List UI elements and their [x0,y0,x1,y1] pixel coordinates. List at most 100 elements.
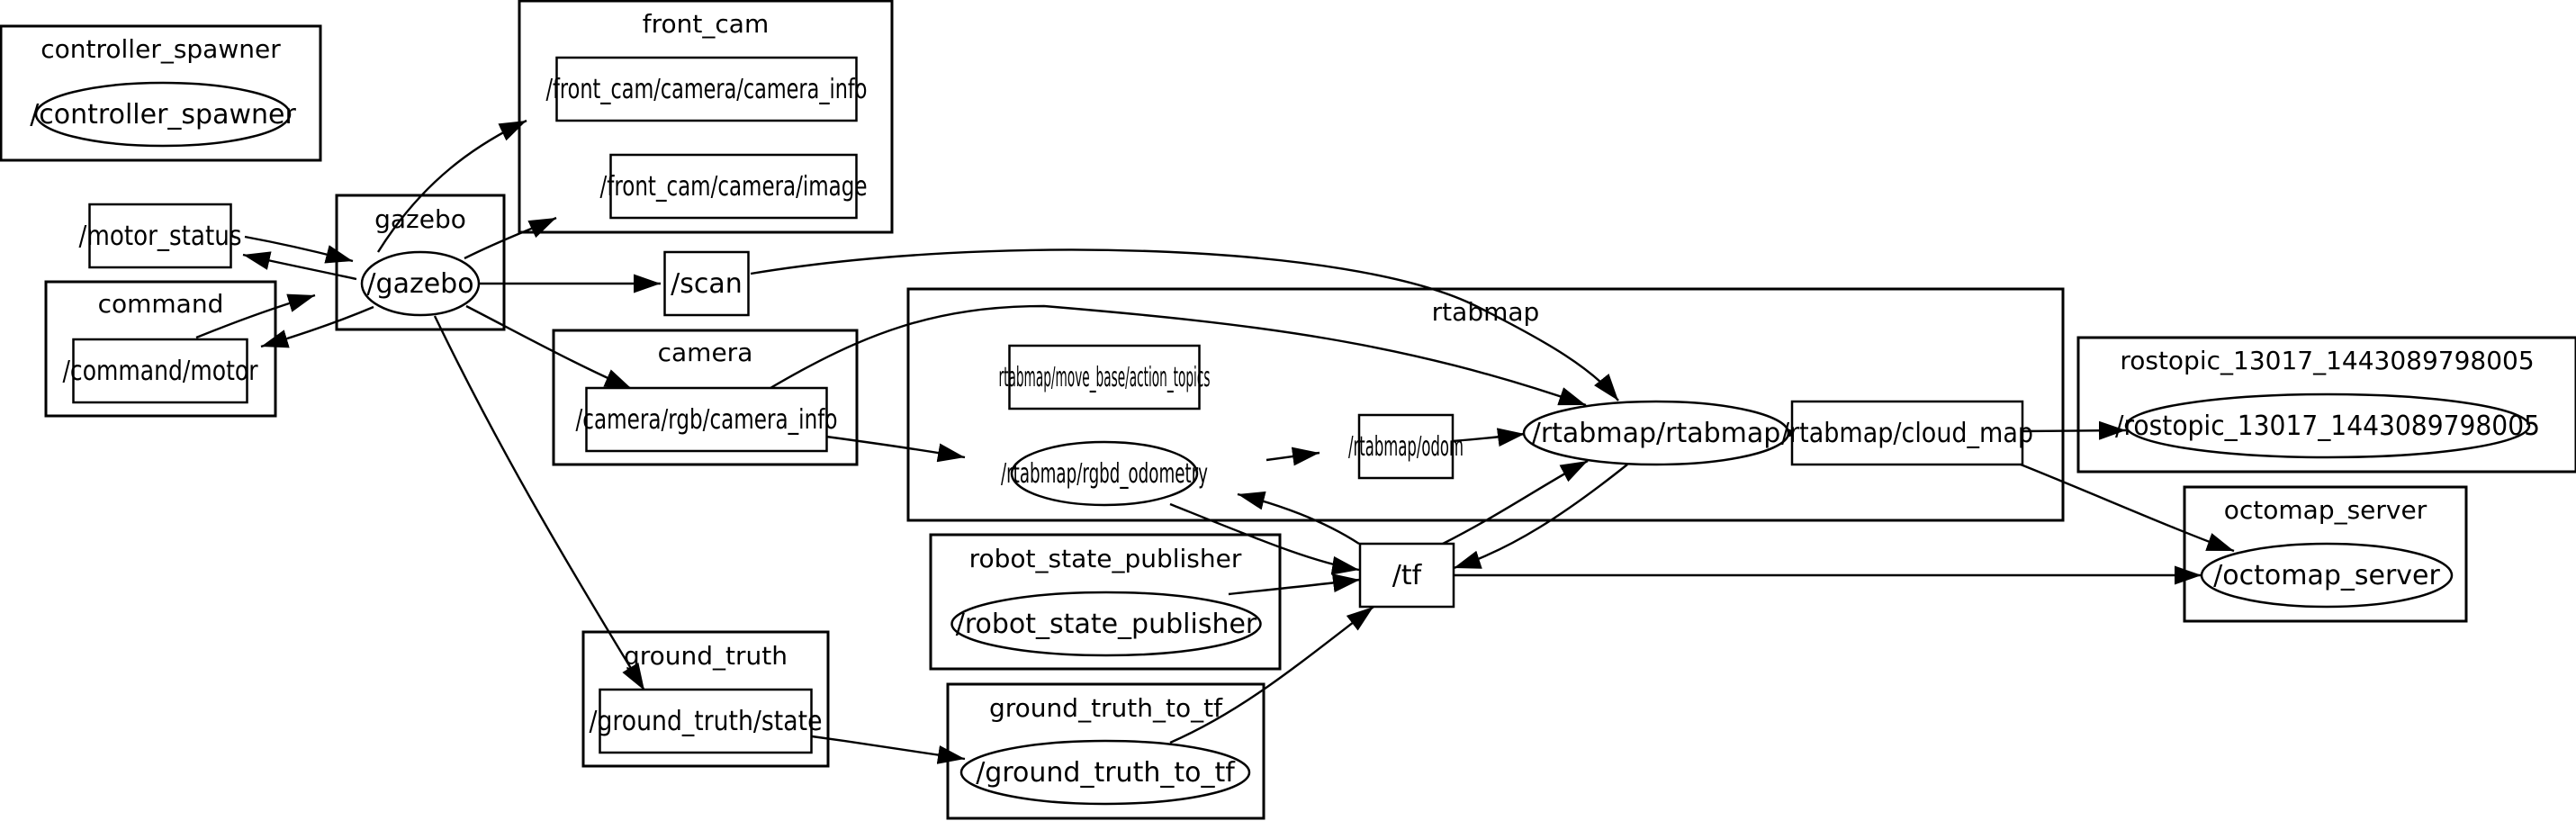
topic-box[interactable] [585,386,828,453]
node-label: /controller_spawner [30,99,296,131]
cluster-octomap-server: octomap_server [2183,485,2468,623]
cluster-label: controller_spawner [41,34,281,64]
edge-n-gazebo-to-t-camera-info [465,304,633,391]
ros-topic-t-cloud-map[interactable]: /rtabmap/cloud_map [1781,400,2033,466]
cluster-label: ground_truth [624,641,788,671]
node-label: /front_cam/camera/image [600,171,868,203]
node-label: /rtabmap/rgbd_odometry [1001,458,1208,490]
topic-box[interactable] [1790,400,2024,466]
node-ellipse[interactable] [2124,392,2531,459]
topic-box[interactable] [599,688,813,754]
edge-t-camera-info-to-n-rtabmap [770,304,1587,407]
ros-topic-t-command-motor[interactable]: /command/motor [63,338,259,404]
cluster-label: ground_truth_to_tf [989,693,1223,723]
edge-n-rtabmap-to-t-tf [1453,464,1628,570]
edge-n-rgbd-odometry-to-t-odom [1265,447,1320,466]
node-ellipse[interactable] [2200,542,2454,609]
cluster-box [2183,485,2468,623]
cluster-box [0,24,322,162]
edge-n-gazebo-to-t-ground-truth-state [433,315,646,691]
ros-topic-t-camera-info[interactable]: /camera/rgb/camera_info [576,386,838,453]
ros-node-n-gazebo[interactable]: /gazebo [360,250,481,317]
node-label: /scan [671,268,743,300]
ros-topic-t-motor-status[interactable]: /motor_status [79,203,242,269]
node-label: rtabmap/move_base/action_topics [999,362,1211,393]
ros-topic-t-odom[interactable]: /rtabmap/odom [1348,413,1464,480]
edge-t-command-motor-to-n-gazebo [195,293,316,339]
node-label: /command/motor [63,356,259,387]
cluster-box [518,0,894,234]
ros-node-n-rgbd-odometry[interactable]: /rtabmap/rgbd_odometry [1001,440,1208,507]
topic-box[interactable] [1358,542,1455,609]
ros-topic-t-front-cam-info[interactable]: /front_cam/camera/camera_info [546,56,868,122]
cluster-label: camera [658,338,753,367]
cluster-label: octomap_server [2224,495,2427,525]
node-label: /ground_truth/state [590,706,823,737]
node-label: /rtabmap/cloud_map [1781,418,2033,449]
ros-node-n-controller-spawner[interactable]: /controller_spawner [30,81,296,148]
topic-box[interactable] [663,250,750,317]
cluster-label: robot_state_publisher [969,544,1242,573]
node-ellipse[interactable] [959,739,1251,806]
node-label: /octomap_server [2213,560,2440,591]
edge-n-rgbd-odometry-to-t-tf [1169,502,1360,575]
ros-topic-t-action-topics[interactable]: rtabmap/move_base/action_topics [999,344,1211,410]
node-label: /rostopic_13017_1443089798005 [2115,410,2540,442]
cluster-robot-state-publisher: robot_state_publisher [929,533,1282,671]
cluster-label: command [98,289,224,319]
topic-box[interactable] [555,56,858,122]
node-ellipse[interactable] [34,81,292,148]
topic-box[interactable] [88,203,232,269]
edge-n-gazebo-to-t-motor-status [242,251,357,281]
cluster-ground-truth-to-tf: ground_truth_to_tf [946,682,1265,820]
node-label: /gazebo [366,268,473,300]
cluster-box [552,329,859,466]
node-label: /rtabmap/odom [1348,431,1464,463]
edge-t-cloud-map-to-n-octomap-server [2020,463,2235,553]
cluster-box [2076,336,2576,474]
node-label: /rtabmap/rtabmap [1532,418,1781,449]
topic-box[interactable] [1357,413,1455,480]
cluster-controller-spawner: controller_spawner [0,24,322,162]
node-label: /ground_truth_to_tf [976,757,1236,789]
ros-node-n-robot-state-publisher[interactable]: /robot_state_publisher [950,591,1262,657]
node-ellipse[interactable] [1010,440,1199,507]
cluster-front-cam: front_cam [518,0,894,234]
cluster-rostopic: rostopic_13017_1443089798005 [2076,336,2576,474]
edge-n-gazebo-to-t-command-motor [260,305,374,348]
node-ellipse[interactable] [950,591,1262,657]
cluster-label: gazebo [374,204,466,234]
node-label: /camera/rgb/camera_info [576,404,838,436]
cluster-label: front_cam [643,9,769,39]
topic-box[interactable] [609,153,858,220]
edge-t-odom-to-n-rtabmap [1452,428,1526,447]
edge-n-robot-state-publisher-to-t-tf [1228,573,1361,596]
topic-box[interactable] [1008,344,1201,410]
ros-topic-t-tf[interactable]: /tf [1358,542,1455,609]
edge-t-scan-to-n-rtabmap [750,248,1619,401]
node-ellipse[interactable] [360,250,481,317]
ros-topic-t-front-cam-image[interactable]: /front_cam/camera/image [600,153,868,220]
edge-t-tf-to-n-rgbd-odometry [1237,491,1360,546]
edge-t-tf-to-n-rtabmap [1442,459,1589,546]
cluster-ground-truth: ground_truth [581,630,830,768]
ros-topic-t-scan[interactable]: /scan [663,250,750,317]
cluster-label: rostopic_13017_1443089798005 [2120,346,2534,375]
node-label: /tf [1392,560,1423,591]
node-label: /front_cam/camera/camera_info [546,74,868,105]
cluster-box [44,280,277,418]
cluster-command: command [44,280,277,418]
node-label: /motor_status [79,221,242,252]
edge-n-gazebo-to-t-front-cam-image [464,216,557,260]
node-ellipse[interactable] [1522,400,1790,466]
ros-node-n-ground-truth-to-tf[interactable]: /ground_truth_to_tf [959,739,1251,806]
ros-node-n-rtabmap[interactable]: /rtabmap/rtabmap [1522,400,1790,466]
cluster-box [929,533,1282,671]
ros-topic-t-ground-truth-state[interactable]: /ground_truth/state [590,688,823,754]
ros-node-n-rostopic[interactable]: /rostopic_13017_1443089798005 [2115,392,2540,459]
ros-node-n-octomap-server[interactable]: /octomap_server [2200,542,2454,609]
edge-t-cloud-map-to-n-rostopic [2022,420,2127,440]
edge-t-camera-info-to-n-rgbd-odometry [825,435,966,463]
topic-box[interactable] [72,338,248,404]
